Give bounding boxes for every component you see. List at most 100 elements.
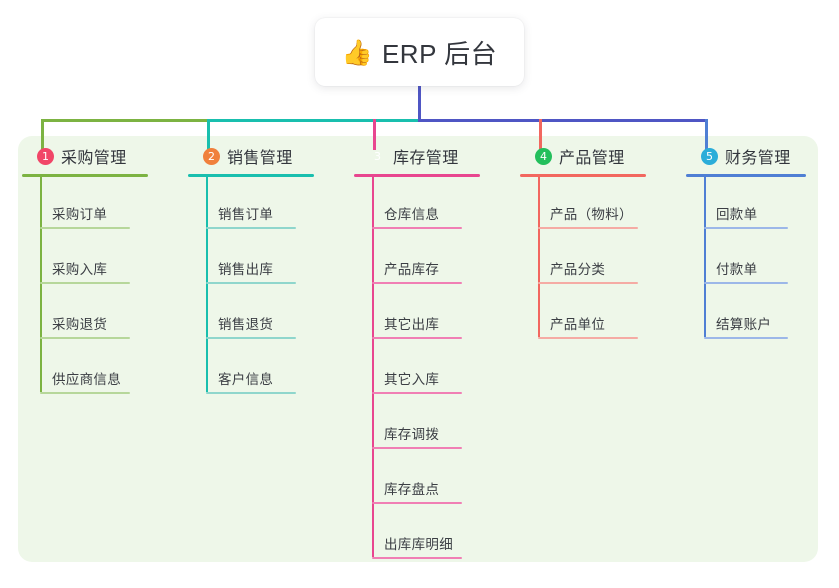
branch-column-3: 3 库存管理仓库信息产品库存其它出库其它入库库存调拨库存盘点出库库明细 [350,144,513,562]
branch-header-rule [354,174,480,177]
leaf-label: 采购退货 [52,317,108,332]
leaf-node[interactable]: 库存调拨 [350,397,513,452]
leaf-node[interactable]: 采购订单 [18,177,181,232]
branch-items: 销售订单销售出库销售退货客户信息 [184,177,347,397]
branch-items: 产品（物料） 产品分类产品单位 [516,177,679,342]
leaf-rule [372,557,462,559]
trunk-segment-left [41,119,209,122]
leaf-label: 产品库存 [384,262,440,277]
leaf-node[interactable]: 销售订单 [184,177,347,232]
leaf-label: 其它出库 [384,317,440,332]
leaf-node[interactable]: 结算账户 [682,287,818,342]
branch-number-badge: 2 [203,147,220,165]
leaf-node[interactable]: 其它出库 [350,287,513,342]
branch-drop-line-4 [539,119,542,150]
branch-header-rule [520,174,646,177]
branch-header-1[interactable]: 1 采购管理 [18,144,181,168]
branch-header-rule [686,174,806,177]
root-node[interactable]: 👍 ERP 后台 [315,18,524,86]
leaf-rule [538,227,638,229]
leaf-rule [372,502,462,504]
leaf-label: 供应商信息 [52,372,121,387]
leaf-rule [40,227,130,229]
branch-title: 财务管理 [725,150,791,167]
branch-header-rule [22,174,148,177]
leaf-label: 回款单 [716,207,758,222]
leaf-label: 付款单 [716,262,758,277]
leaf-rule [704,227,788,229]
leaf-node[interactable]: 产品单位 [516,287,679,342]
leaf-rule [704,282,788,284]
leaf-node[interactable]: 仓库信息 [350,177,513,232]
branch-header-rule [188,174,314,177]
branch-drop-line-3 [373,119,376,150]
leaf-label: 产品单位 [550,317,606,332]
leaf-node[interactable]: 其它入库 [350,342,513,397]
branch-column-4: 4 产品管理产品（物料） 产品分类产品单位 [516,144,679,342]
leaf-node[interactable]: 付款单 [682,232,818,287]
leaf-rule [372,447,462,449]
leaf-rule [40,392,130,394]
branch-spine [206,177,208,392]
leaf-rule [704,337,788,339]
branch-items: 回款单付款单结算账户 [682,177,818,342]
leaf-label: 出库库明细 [384,537,453,552]
branch-title: 采购管理 [61,150,127,167]
leaf-node[interactable]: 销售出库 [184,232,347,287]
leaf-label: 采购订单 [52,207,108,222]
branch-title: 销售管理 [227,150,293,167]
leaf-rule [206,282,296,284]
branch-header-4[interactable]: 4 产品管理 [516,144,679,168]
leaf-label: 产品（物料） [550,207,633,222]
leaf-label: 库存盘点 [384,482,440,497]
branch-title: 库存管理 [393,150,459,167]
leaf-node[interactable]: 产品库存 [350,232,513,287]
root-stem-line [418,86,421,122]
leaf-label: 销售订单 [218,207,274,222]
branch-items: 采购订单采购入库采购退货供应商信息 [18,177,181,397]
leaf-node[interactable]: 供应商信息 [18,342,181,397]
leaf-label: 客户信息 [218,372,274,387]
leaf-node[interactable]: 产品分类 [516,232,679,287]
leaf-rule [40,282,130,284]
leaf-rule [372,337,462,339]
branch-header-3[interactable]: 3 库存管理 [350,144,513,168]
leaf-rule [206,227,296,229]
branch-number-badge: 4 [535,147,552,165]
leaf-label: 结算账户 [716,317,772,332]
leaf-rule [40,337,130,339]
branch-column-2: 2 销售管理销售订单销售出库销售退货客户信息 [184,144,347,397]
leaf-node[interactable]: 销售退货 [184,287,347,342]
leaf-label: 销售出库 [218,262,274,277]
branch-number-badge: 3 [374,149,381,163]
leaf-rule [372,282,462,284]
thumbs-up-icon: 👍 [341,37,373,67]
leaf-rule [538,337,638,339]
leaf-node[interactable]: 产品（物料） [516,177,679,232]
leaf-node[interactable]: 采购退货 [18,287,181,342]
trunk-segment-right [418,119,707,122]
branch-title: 产品管理 [559,150,625,167]
leaf-node[interactable]: 采购入库 [18,232,181,287]
branch-header-5[interactable]: 5 财务管理 [682,144,818,168]
leaf-label: 库存调拨 [384,427,440,442]
leaf-node[interactable]: 出库库明细 [350,507,513,562]
branch-spine [372,177,374,557]
leaf-node[interactable]: 客户信息 [184,342,347,397]
leaf-label: 仓库信息 [384,207,440,222]
leaf-label: 其它入库 [384,372,440,387]
branch-drop-line-5 [705,119,708,150]
leaf-node[interactable]: 库存盘点 [350,452,513,507]
branch-spine [40,177,42,392]
leaf-rule [372,392,462,394]
branch-header-2[interactable]: 2 销售管理 [184,144,347,168]
leaf-rule [538,282,638,284]
branch-spine [704,177,706,337]
branch-number-badge: 1 [37,147,54,165]
branches-panel [18,136,818,562]
leaf-node[interactable]: 回款单 [682,177,818,232]
branch-items: 仓库信息产品库存其它出库其它入库库存调拨库存盘点出库库明细 [350,177,513,562]
branch-column-1: 1 采购管理采购订单采购入库采购退货供应商信息 [18,144,181,397]
branch-number-badge: 5 [701,147,718,165]
